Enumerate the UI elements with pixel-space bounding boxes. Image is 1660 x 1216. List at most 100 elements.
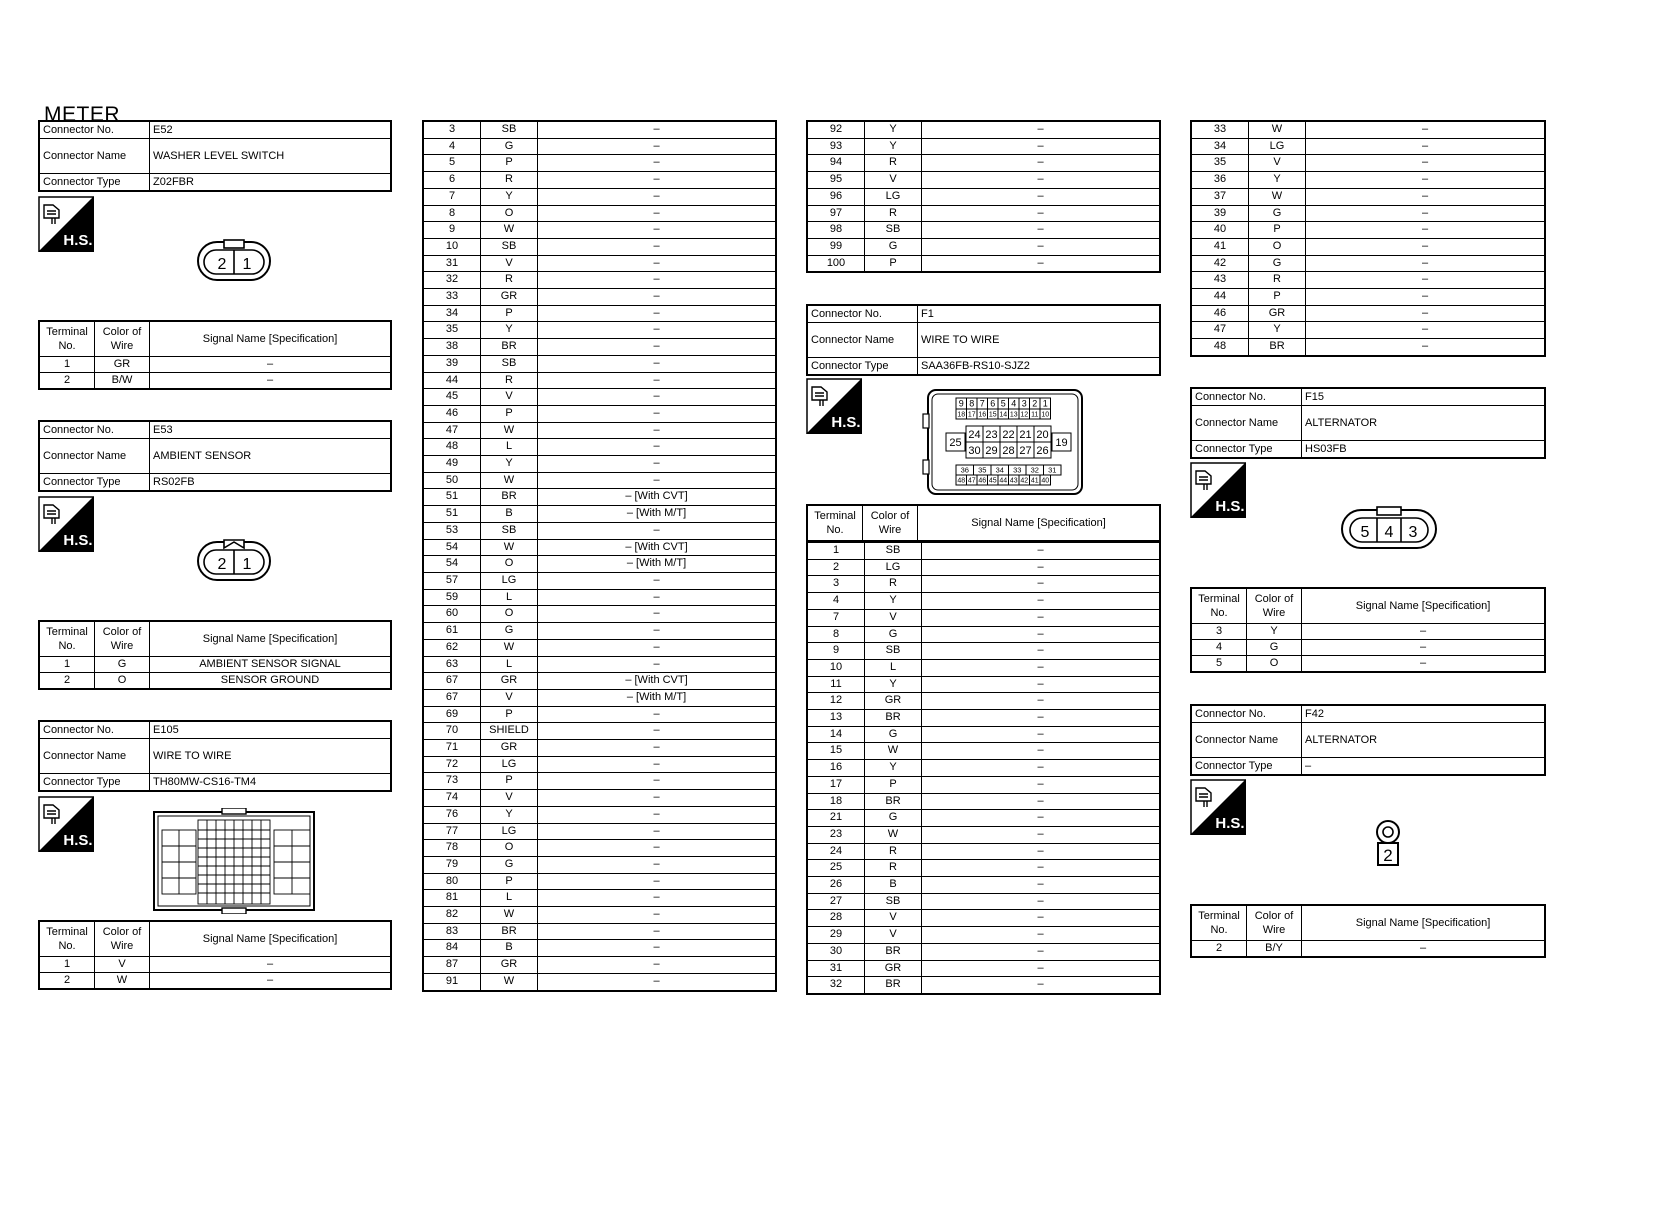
header-terminal-no: Terminal No. [38, 620, 95, 657]
color-cell: LG [864, 187, 922, 206]
label-connector-name: Connector Name [1190, 405, 1302, 441]
connector-name-value: WASHER LEVEL SWITCH [149, 138, 392, 174]
terminal-cell: 1 [38, 956, 95, 973]
signal-cell: – [921, 825, 1161, 844]
color-cell: GR [1248, 304, 1306, 323]
color-cell: P [480, 304, 538, 323]
terminal-cell: 41 [1190, 237, 1249, 256]
signal-cell: SENSOR GROUND [149, 672, 392, 690]
signal-cell: – [537, 605, 777, 624]
hs-icon: H.S. [806, 378, 862, 434]
color-cell: V [864, 926, 922, 944]
color-cell: Y [864, 120, 922, 139]
terminal-cell: 44 [1190, 288, 1249, 306]
signal-cell: – [921, 809, 1161, 827]
terminal-cell: 9 [806, 642, 865, 660]
signal-cell: – [1305, 338, 1546, 357]
pin-label: 34 [996, 466, 1004, 475]
pin-label: 32 [1031, 466, 1039, 475]
signal-cell: – [537, 438, 777, 457]
signal-cell: – [921, 608, 1161, 627]
connector-name-value: WIRE TO WIRE [149, 738, 392, 774]
pin-label: 2 [1383, 846, 1392, 865]
color-cell: G [864, 625, 922, 644]
signal-cell: – [921, 237, 1161, 256]
terminal-cell: 37 [1190, 187, 1249, 206]
pin-label: 31 [1048, 466, 1056, 475]
connector-name-value: ALTERNATOR [1301, 405, 1546, 441]
color-cell: O [480, 605, 538, 624]
label-connector-type: Connector Type [1190, 440, 1302, 459]
color-cell: BR [864, 976, 922, 995]
pin-cell [1039, 408, 1051, 420]
signal-cell: – [537, 221, 777, 239]
color-cell: P [1248, 288, 1306, 306]
terminal-cell: 51 [422, 505, 481, 523]
color-cell: R [864, 842, 922, 861]
header-signal: Signal Name [Specification] [1301, 587, 1546, 624]
signal-cell: – [921, 842, 1161, 861]
color-cell: R [864, 575, 922, 594]
header-color: Color of Wire [1246, 904, 1302, 941]
hs-label: H.S. [63, 832, 92, 849]
signal-cell: – [1305, 271, 1546, 290]
terminal-cell: 49 [422, 455, 481, 473]
pin-label: 24 [968, 429, 980, 441]
signal-cell: – [921, 859, 1161, 878]
signal-cell: – [537, 772, 777, 791]
signal-cell: – [921, 221, 1161, 239]
pin-cell [1051, 432, 1072, 452]
signal-cell: – [921, 154, 1161, 173]
signal-cell: – [921, 558, 1161, 577]
pin-label: 14 [999, 412, 1007, 419]
hs-label: H.S. [831, 414, 860, 431]
signal-cell: – [921, 642, 1161, 660]
terminal-cell: 43 [1190, 271, 1249, 290]
pin-label: 28 [1002, 445, 1014, 457]
terminal-cell: 77 [422, 822, 481, 841]
color-cell: W [1248, 120, 1306, 139]
connector-face-f42: 2 [1376, 820, 1400, 866]
color-cell: O [480, 839, 538, 857]
connector-no-value: E105 [149, 720, 392, 739]
header-color: Color of Wire [94, 920, 150, 957]
signal-cell: – [537, 755, 777, 774]
hs-icon: H.S. [1190, 462, 1246, 518]
terminal-cell: 45 [422, 388, 481, 406]
color-cell: Y [864, 592, 922, 610]
color-cell: SB [480, 237, 538, 256]
terminal-cell: 2 [38, 372, 95, 390]
connector-no-value: E52 [149, 120, 392, 139]
